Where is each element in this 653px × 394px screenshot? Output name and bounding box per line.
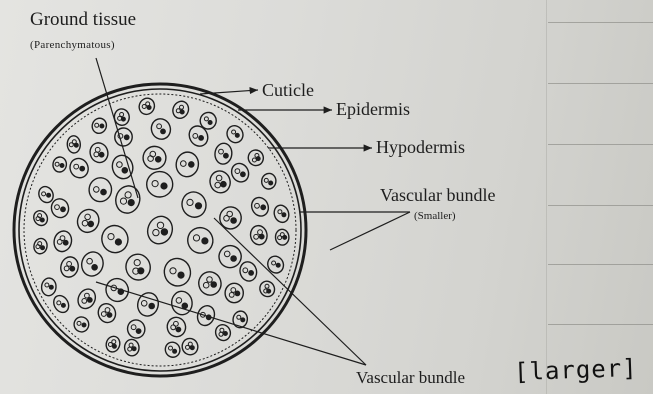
vascular-bundle-small: [214, 142, 233, 164]
ground-tissue-note: (Parenchymatous): [30, 39, 115, 51]
vascular-bundle-small: [257, 279, 277, 299]
vascular-bundle-small: [124, 339, 140, 356]
vascular-bundle-small: [96, 301, 118, 325]
vascular-bundle-large: [88, 177, 112, 203]
small-vascular-bundle-label: Vascular bundle: [380, 185, 495, 206]
vascular-bundle-small: [225, 283, 244, 303]
vascular-bundles-group: [31, 96, 291, 360]
vascular-bundle-large: [174, 151, 200, 179]
vascular-bundle-small: [238, 260, 259, 283]
vascular-bundle-small: [272, 203, 291, 224]
cuticle-outline: [14, 84, 306, 376]
vascular-bundle-large: [196, 269, 223, 297]
vascular-bundle-small: [88, 141, 111, 165]
vascular-bundle-small: [149, 116, 174, 142]
vascular-bundle-small: [51, 293, 72, 315]
vascular-bundle-small: [249, 195, 272, 219]
large-vascular-bundle-note: [larger]: [514, 354, 638, 386]
vascular-bundle-large: [98, 222, 131, 256]
vascular-bundle-small: [228, 161, 251, 185]
vascular-bundle-small: [52, 229, 74, 254]
vascular-bundle-small: [180, 337, 200, 357]
vascular-bundle-small: [246, 148, 265, 167]
vascular-bundle-small: [261, 172, 277, 190]
small-bundle-leader-line-2: [330, 212, 410, 250]
epidermis-label: Epidermis: [336, 99, 410, 120]
vascular-bundle-large: [79, 249, 106, 278]
vascular-bundle-small: [137, 96, 157, 117]
hypodermis-ring: [24, 94, 296, 366]
vascular-bundle-small: [165, 315, 188, 339]
vascular-bundle-large: [124, 252, 153, 282]
vascular-bundle-small: [75, 286, 99, 312]
vascular-bundle-small: [213, 323, 232, 343]
vascular-bundle-large: [74, 206, 103, 236]
vascular-bundle-small: [104, 335, 121, 354]
vascular-bundle-large: [178, 188, 209, 220]
vascular-bundle-small: [33, 237, 49, 255]
vascular-bundle-small: [275, 229, 289, 245]
vascular-bundle-large: [141, 144, 168, 171]
vascular-bundle-large: [146, 171, 173, 197]
small-vascular-bundle-note: (Smaller): [414, 210, 456, 222]
vascular-bundle-large: [144, 213, 176, 247]
vascular-bundle-large: [161, 255, 194, 289]
vascular-bundle-small: [114, 127, 133, 147]
vascular-bundle-small: [73, 316, 90, 334]
vascular-bundle-small: [31, 208, 50, 228]
vascular-bundle-small: [41, 278, 57, 297]
vascular-bundle-small: [163, 340, 183, 360]
vascular-bundle-small: [224, 123, 246, 145]
vascular-bundle-small: [186, 123, 212, 150]
vascular-bundle-small: [265, 254, 286, 276]
vascular-bundle-small: [59, 255, 81, 279]
vascular-bundle-large: [171, 290, 193, 315]
vascular-bundle-small: [125, 318, 147, 340]
cuticle-label: Cuticle: [262, 80, 314, 101]
vascular-bundle-large: [183, 223, 217, 257]
vascular-bundle-small: [90, 116, 109, 135]
large-vascular-bundle-label: Vascular bundle: [356, 368, 465, 388]
vascular-bundle-small: [52, 156, 67, 173]
vascular-bundle-large: [113, 183, 143, 216]
ground-tissue-label: Ground tissue: [30, 9, 136, 31]
vascular-bundle-large: [207, 169, 232, 196]
vascular-bundle-small: [170, 99, 191, 121]
vascular-bundle-small: [67, 135, 81, 153]
vascular-bundle-small: [67, 155, 92, 181]
vascular-bundle-small: [249, 224, 269, 246]
vascular-bundle-large: [102, 275, 132, 306]
hypodermis-label: Hypodermis: [376, 137, 465, 158]
